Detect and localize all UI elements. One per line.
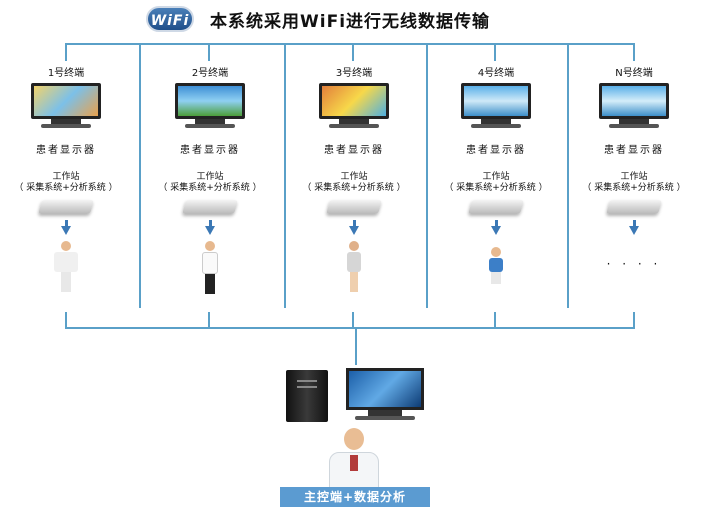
bottom-connector-rise-3 bbox=[352, 312, 354, 328]
column-separator-1 bbox=[139, 43, 141, 308]
doctor-figure bbox=[326, 428, 382, 488]
workstation-device bbox=[182, 200, 238, 214]
patient-display-label: 患者显示器 bbox=[36, 145, 96, 156]
down-arrow-icon-stem bbox=[494, 220, 498, 226]
patient-monitor bbox=[31, 83, 101, 131]
workstation-device bbox=[38, 200, 94, 214]
patient-display-label: 患者显示器 bbox=[604, 145, 664, 156]
top-connector-drop-4 bbox=[494, 43, 496, 61]
patient-display-label: 患者显示器 bbox=[324, 145, 384, 156]
wifi-logo: WiFi bbox=[146, 6, 194, 32]
patient-figure bbox=[334, 241, 374, 297]
workstation-label: 工作站（ 采集系统+分析系统 ） bbox=[302, 172, 406, 193]
terminal-label: 1号终端 bbox=[47, 68, 85, 79]
ellipsis: · · · · bbox=[606, 257, 662, 271]
workstation-device bbox=[326, 200, 382, 214]
terminal-column-4: 4号终端 患者显示器 工作站（ 采集系统+分析系统 ） bbox=[426, 60, 566, 303]
column-separator-4 bbox=[567, 43, 569, 308]
terminal-label: N号终端 bbox=[615, 68, 653, 79]
down-arrow-icon bbox=[61, 226, 71, 235]
down-arrow-icon bbox=[629, 226, 639, 235]
workstation-device bbox=[606, 200, 662, 214]
down-arrow-icon bbox=[349, 226, 359, 235]
patient-figure bbox=[190, 241, 230, 297]
patient-display-label: 患者显示器 bbox=[180, 145, 240, 156]
top-connector-drop-3 bbox=[352, 43, 354, 61]
patient-figure bbox=[484, 247, 508, 303]
terminal-column-1: 1号终端 患者显示器 工作站（ 采集系统+分析系统 ） bbox=[0, 60, 136, 297]
control-monitor bbox=[346, 368, 424, 422]
patient-monitor bbox=[461, 83, 531, 131]
top-connector-horizontal bbox=[65, 43, 635, 45]
page-title: 本系统采用WiFi进行无线数据传输 bbox=[210, 12, 491, 32]
workstation-label: 工作站（ 采集系统+分析系统 ） bbox=[582, 172, 686, 193]
top-connector-drop-1 bbox=[65, 43, 67, 61]
down-arrow-icon-stem bbox=[352, 220, 356, 226]
patient-display-label: 患者显示器 bbox=[466, 145, 526, 156]
down-arrow-icon-stem bbox=[208, 220, 212, 226]
patient-monitor bbox=[599, 83, 669, 131]
terminal-label: 4号终端 bbox=[477, 68, 515, 79]
terminal-column-3: 3号终端 患者显示器 工作站（ 采集系统+分析系统 ） bbox=[284, 60, 424, 297]
terminal-column-n: N号终端 患者显示器 工作站（ 采集系统+分析系统 ） · · · · bbox=[564, 60, 701, 271]
bottom-connector-horizontal bbox=[65, 327, 635, 329]
patient-monitor bbox=[175, 83, 245, 131]
down-arrow-icon bbox=[205, 226, 215, 235]
workstation-device bbox=[468, 200, 524, 214]
main-connector-vertical bbox=[355, 327, 357, 365]
patient-figure bbox=[46, 241, 86, 297]
bottom-connector-rise-4 bbox=[494, 312, 496, 328]
workstation-label: 工作站（ 采集系统+分析系统 ） bbox=[444, 172, 548, 193]
server-tower bbox=[286, 370, 328, 422]
down-arrow-icon-stem bbox=[64, 220, 68, 226]
down-arrow-icon bbox=[491, 226, 501, 235]
column-separator-3 bbox=[426, 43, 428, 308]
down-arrow-icon-stem bbox=[632, 220, 636, 226]
top-connector-drop-5 bbox=[633, 43, 635, 61]
workstation-label: 工作站（ 采集系统+分析系统 ） bbox=[14, 172, 118, 193]
bottom-connector-rise-1 bbox=[65, 312, 67, 328]
terminal-column-2: 2号终端 患者显示器 工作站（ 采集系统+分析系统 ） bbox=[140, 60, 280, 297]
bottom-connector-rise-2 bbox=[208, 312, 210, 328]
top-connector-drop-2 bbox=[208, 43, 210, 61]
workstation-label: 工作站（ 采集系统+分析系统 ） bbox=[158, 172, 262, 193]
terminal-label: 3号终端 bbox=[335, 68, 373, 79]
header: WiFi 本系统采用WiFi进行无线数据传输 bbox=[0, 0, 701, 40]
terminal-label: 2号终端 bbox=[191, 68, 229, 79]
column-separator-2 bbox=[284, 43, 286, 308]
bottom-connector-rise-5 bbox=[633, 312, 635, 328]
master-station-banner: 主控端+数据分析 bbox=[280, 487, 430, 507]
patient-monitor bbox=[319, 83, 389, 131]
